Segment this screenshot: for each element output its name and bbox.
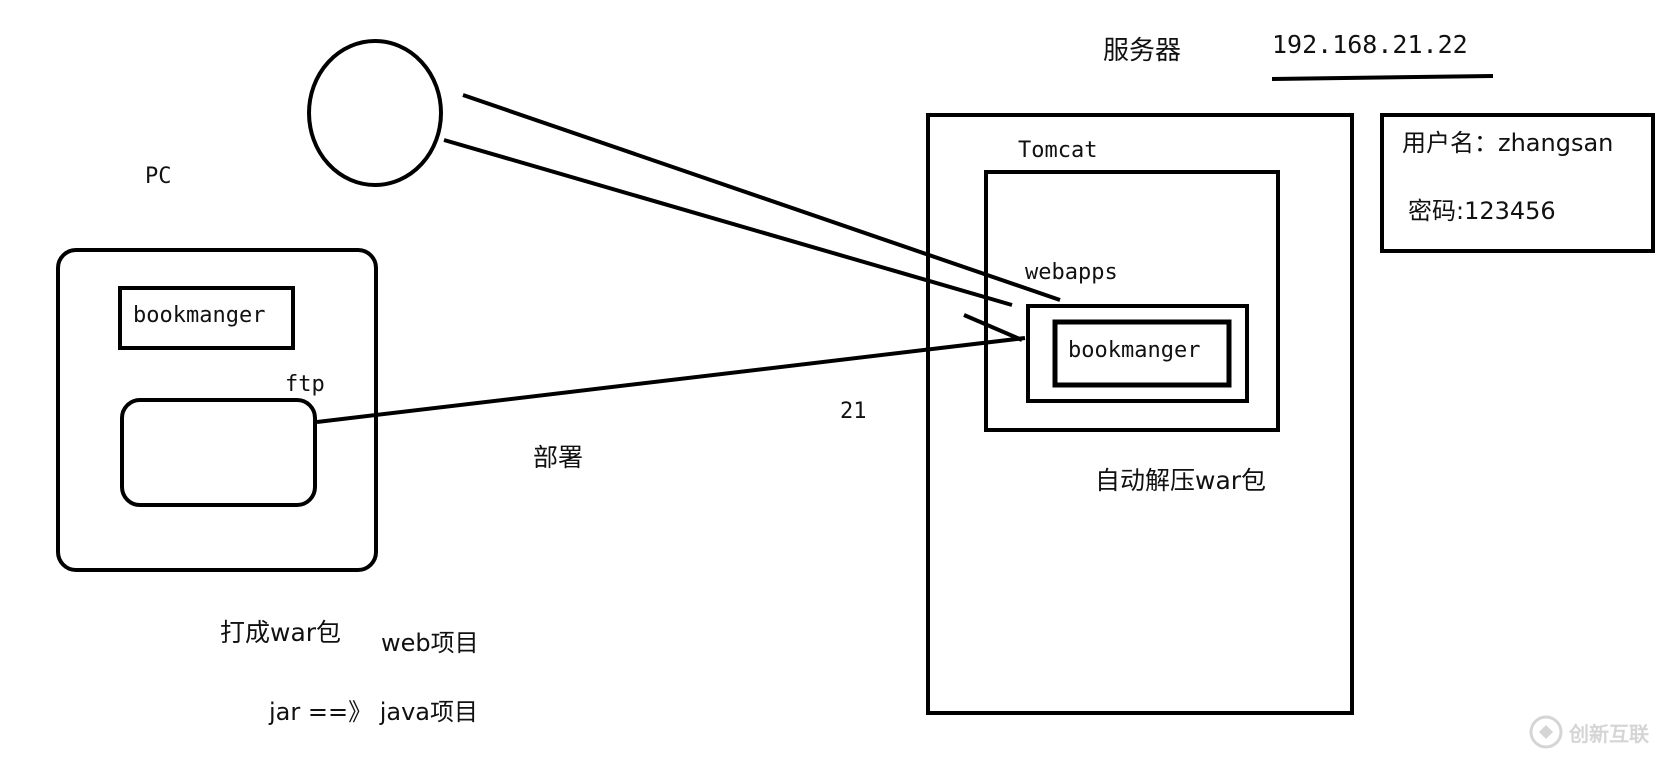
watermark: 创新互联 <box>1529 706 1669 758</box>
server-bookmanger-label: bookmanger <box>1068 338 1201 363</box>
war-package-label: 打成war包 <box>220 618 342 647</box>
password-label: 密码:123456 <box>1408 197 1556 225</box>
globe-line-top <box>462 93 1061 302</box>
server-box <box>926 113 1354 715</box>
port-label: 21 <box>840 399 867 424</box>
webapps-outer-box <box>1026 304 1249 403</box>
ftp-label: ftp <box>285 372 325 397</box>
webapps-label: webapps <box>1025 260 1118 285</box>
pc-box <box>56 248 378 572</box>
pc-bookmanger-box <box>118 286 295 350</box>
ip-underline <box>1271 74 1494 81</box>
credentials-box <box>1380 113 1655 253</box>
auto-unzip-label: 自动解压war包 <box>1095 466 1267 495</box>
web-project-label: web项目 <box>381 629 479 657</box>
username-label: 用户名：zhangsan <box>1402 129 1614 157</box>
arrow-tick <box>963 313 1023 342</box>
ftp-box <box>120 398 317 507</box>
pc-bookmanger-label: bookmanger <box>133 303 266 328</box>
webapps-inner-box <box>1052 319 1232 388</box>
globe-circle <box>307 39 443 187</box>
ip-label: 192.168.21.22 <box>1272 30 1468 59</box>
globe-line-bottom <box>443 138 1013 307</box>
deploy-label: 部署 <box>533 443 584 472</box>
deploy-line <box>316 336 1026 424</box>
watermark-logo-icon <box>1529 715 1563 749</box>
tomcat-label: Tomcat <box>1018 138 1098 163</box>
server-label: 服务器 <box>1103 36 1182 66</box>
pc-label: PC <box>145 164 172 189</box>
tomcat-box <box>984 170 1280 432</box>
watermark-text: 创新互联 <box>1569 721 1649 746</box>
jar-java-label: jar ==》 java项目 <box>269 698 479 726</box>
